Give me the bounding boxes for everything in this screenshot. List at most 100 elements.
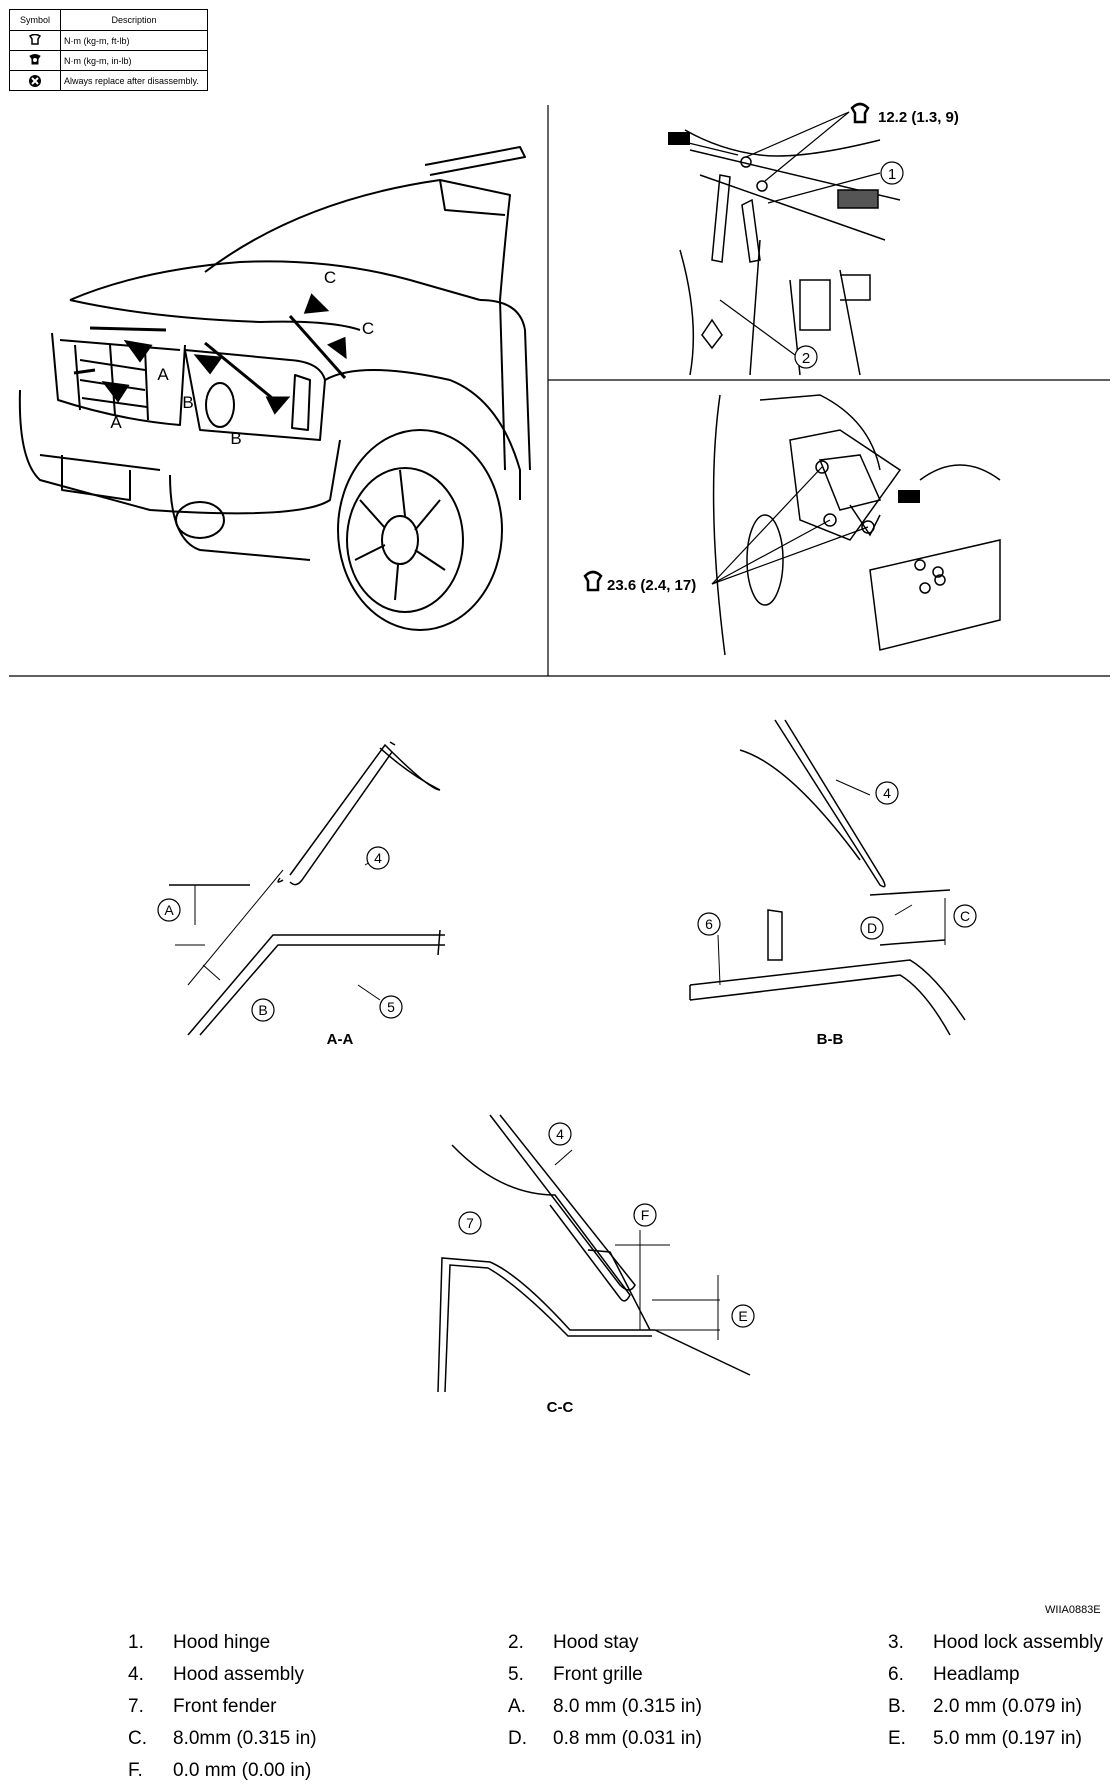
part-number: D.	[508, 1728, 527, 1749]
svg-text:2: 2	[802, 350, 810, 367]
section-bb-dims	[717, 779, 946, 986]
part-description: 0.0 mm (0.00 in)	[173, 1760, 312, 1781]
part-callout-2: 2	[794, 345, 818, 369]
svg-text:4: 4	[556, 1126, 564, 1142]
dim-e-callout	[731, 1304, 755, 1328]
part-callout-4	[875, 781, 899, 805]
part-description: 2.0 mm (0.079 in)	[933, 1696, 1082, 1717]
svg-text:E: E	[738, 1308, 747, 1324]
section-bb-title: B-B	[817, 1031, 844, 1048]
svg-text:7: 7	[466, 1215, 474, 1231]
section-cc-dims	[554, 1149, 720, 1340]
section-c-label: C	[324, 268, 336, 287]
section-aa-dims	[175, 854, 383, 1001]
parts-row: 1. Hood hinge 2. Hood stay 3. Hood lock …	[128, 1632, 1118, 1664]
parts-row: 7. Front fender A. 8.0 mm (0.315 in) B. …	[128, 1696, 1118, 1728]
legend-row: Always replace after disassembly.	[9, 70, 208, 91]
section-cc-callouts: 4 F 7 E C-C	[458, 1122, 755, 1416]
svg-text:1: 1	[888, 166, 896, 183]
torque-wrench-icon	[28, 34, 42, 45]
torque-lock-text: 23.6 (2.4, 17)	[607, 577, 696, 594]
legend-row-text: Always replace after disassembly.	[60, 70, 208, 91]
dim-b-callout	[251, 998, 275, 1022]
torque-callout-lock: 23.6 (2.4, 17)	[583, 570, 696, 594]
replace-x-icon	[29, 74, 41, 87]
svg-text:A: A	[164, 902, 174, 918]
hood-lock-leaders	[711, 466, 869, 585]
parts-row: C. 8.0mm (0.315 in) D. 0.8 mm (0.031 in)…	[128, 1728, 1118, 1760]
part-description: Hood lock assembly	[933, 1632, 1104, 1653]
part-description: Hood stay	[553, 1632, 639, 1653]
part-number: 7.	[128, 1696, 144, 1717]
part-callout-1: 1	[880, 161, 904, 185]
part-number: 5.	[508, 1664, 524, 1685]
part-description: Front fender	[173, 1696, 277, 1717]
section-c-label: C	[362, 319, 374, 338]
part-callout-5	[379, 995, 403, 1019]
part-description: Front grille	[553, 1664, 643, 1685]
part-description: 0.8 mm (0.031 in)	[553, 1728, 702, 1749]
part-callout-4	[366, 846, 390, 870]
parts-row: 4. Hood assembly 5. Front grille 6. Head…	[128, 1664, 1118, 1696]
section-cc-drawing	[437, 1114, 751, 1393]
hood-diagram: C C A A B B 12.2 (1.3, 9) 1 2	[9, 102, 1110, 1416]
svg-text:5: 5	[387, 999, 395, 1015]
part-number: 1.	[128, 1632, 144, 1653]
part-callout-4	[548, 1122, 572, 1146]
section-b-label: B	[182, 393, 193, 412]
parts-row: F. 0.0 mm (0.00 in)	[128, 1760, 1118, 1792]
part-description: Hood assembly	[173, 1664, 304, 1685]
section-marker-labels: C C A A B B	[110, 268, 374, 448]
svg-text:4: 4	[883, 785, 891, 801]
section-a-label: A	[110, 413, 122, 432]
part-number: B.	[888, 1696, 906, 1717]
hood-hinge-leaders	[667, 111, 881, 356]
dim-f-callout	[633, 1203, 657, 1227]
section-aa-drawing	[169, 741, 445, 1036]
torque-callout-hinge: 12.2 (1.3, 9)	[850, 102, 959, 126]
svg-text:D: D	[867, 920, 877, 936]
legend-row: N·m (kg-m, in-lb)	[9, 50, 208, 71]
section-b-label: B	[230, 429, 241, 448]
part-description: 8.0 mm (0.315 in)	[553, 1696, 702, 1717]
part-callout-6	[697, 912, 721, 936]
svg-text:6: 6	[705, 916, 713, 932]
part-number: C.	[128, 1728, 147, 1749]
part-description: Headlamp	[933, 1664, 1020, 1685]
part-description: 5.0 mm (0.197 in)	[933, 1728, 1082, 1749]
hood-lock-detail	[712, 394, 1001, 656]
parts-list: 1. Hood hinge 2. Hood stay 3. Hood lock …	[128, 1632, 1118, 1792]
symbol-legend-table: Symbol Description N·m (kg-m, ft-lb) N·m…	[9, 9, 208, 91]
svg-text:B: B	[258, 1002, 267, 1018]
part-number: 6.	[888, 1664, 904, 1685]
part-description: 8.0mm (0.315 in)	[173, 1728, 317, 1749]
part-description: Hood hinge	[173, 1632, 271, 1653]
figure-code: WIIA0883E	[1045, 1604, 1101, 1616]
part-number: 4.	[128, 1664, 144, 1685]
panel-dividers	[9, 105, 1110, 677]
part-number: 2.	[508, 1632, 524, 1653]
section-a-label: A	[157, 365, 169, 384]
section-markers	[73, 293, 347, 415]
section-bb-callouts: 4 6 D C B-B	[697, 781, 977, 1048]
truck-illustration	[18, 146, 531, 631]
legend-row: N·m (kg-m, ft-lb)	[9, 30, 208, 51]
part-number: E.	[888, 1728, 906, 1749]
section-aa-title: A-A	[327, 1031, 354, 1048]
svg-text:4: 4	[374, 850, 382, 866]
svg-text:C: C	[960, 908, 970, 924]
torque-hinge-text: 12.2 (1.3, 9)	[878, 109, 959, 126]
section-bb-drawing	[689, 719, 966, 1036]
part-number: 3.	[888, 1632, 904, 1653]
paint-icon	[668, 132, 690, 145]
part-number: F.	[128, 1760, 143, 1781]
part-callout-7	[458, 1211, 482, 1235]
hood-hinge-detail	[679, 129, 901, 376]
section-cc-title: C-C	[547, 1399, 574, 1416]
paint-icon	[898, 490, 920, 503]
torque-wrench-small-icon	[29, 54, 41, 65]
svg-text:F: F	[641, 1207, 650, 1223]
section-aa-callouts: A B 4 5 A-A	[157, 846, 403, 1048]
part-number: A.	[508, 1696, 526, 1717]
dim-a-callout	[157, 898, 181, 922]
